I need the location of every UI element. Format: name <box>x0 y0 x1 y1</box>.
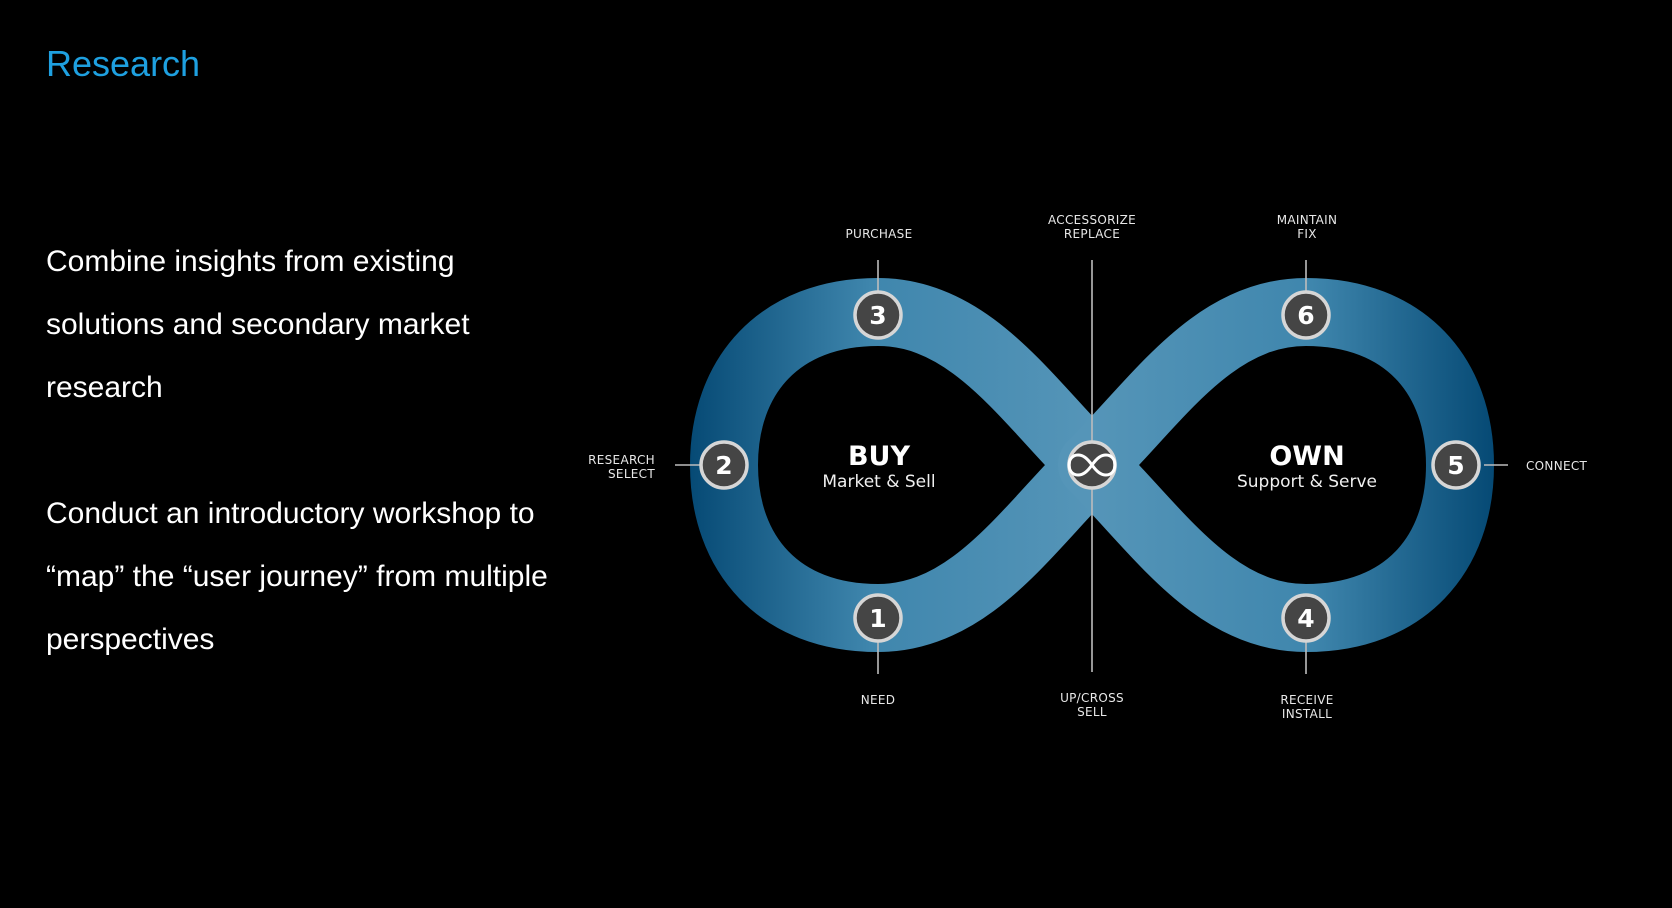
step-node-2: 2 <box>699 440 749 490</box>
own-subtitle: Support & Serve <box>1237 472 1377 492</box>
step-label-4-line-2: INSTALL <box>1282 707 1332 721</box>
infinity-icon <box>1067 453 1117 477</box>
step-number-3: 3 <box>869 301 886 330</box>
center-bottom-label-line-1: UP/CROSS <box>1060 691 1124 705</box>
step-node-1: 1 <box>853 593 903 643</box>
step-label-5: CONNECT <box>1526 459 1588 473</box>
step-node-5: 5 <box>1431 440 1481 490</box>
center-top-label-line-2: REPLACE <box>1064 227 1120 241</box>
step-number-5: 5 <box>1447 451 1464 480</box>
center-top-label-line-1: ACCESSORIZE <box>1048 213 1136 227</box>
buy-subtitle: Market & Sell <box>822 472 935 492</box>
body-paragraph-2: Conduct an introductory workshop to “map… <box>46 497 548 656</box>
center-bottom-label-line-2: SELL <box>1077 705 1107 719</box>
step-number-1: 1 <box>869 604 886 633</box>
step-label-3: PURCHASE <box>846 227 913 241</box>
own-title: OWN <box>1269 441 1344 472</box>
step-label-4-line-1: RECEIVE <box>1280 693 1333 707</box>
step-label-1: NEED <box>861 693 896 707</box>
step-node-6: 6 <box>1281 290 1331 340</box>
step-number-6: 6 <box>1297 301 1314 330</box>
buy-title: BUY <box>848 441 911 472</box>
step-number-2: 2 <box>715 451 732 480</box>
step-node-4: 4 <box>1281 593 1331 643</box>
body-paragraph-1: Combine insights from existing solutions… <box>46 245 470 404</box>
center-node <box>1067 440 1117 490</box>
step-number-4: 4 <box>1297 604 1314 633</box>
step-label-6-line-2: FIX <box>1297 227 1317 241</box>
step-label-2-line-1: RESEARCH <box>588 453 655 467</box>
step-node-3: 3 <box>853 290 903 340</box>
step-label-6-line-1: MAINTAIN <box>1277 213 1338 227</box>
slide-title: Research <box>46 43 201 84</box>
step-label-2-line-2: SELECT <box>608 467 655 481</box>
